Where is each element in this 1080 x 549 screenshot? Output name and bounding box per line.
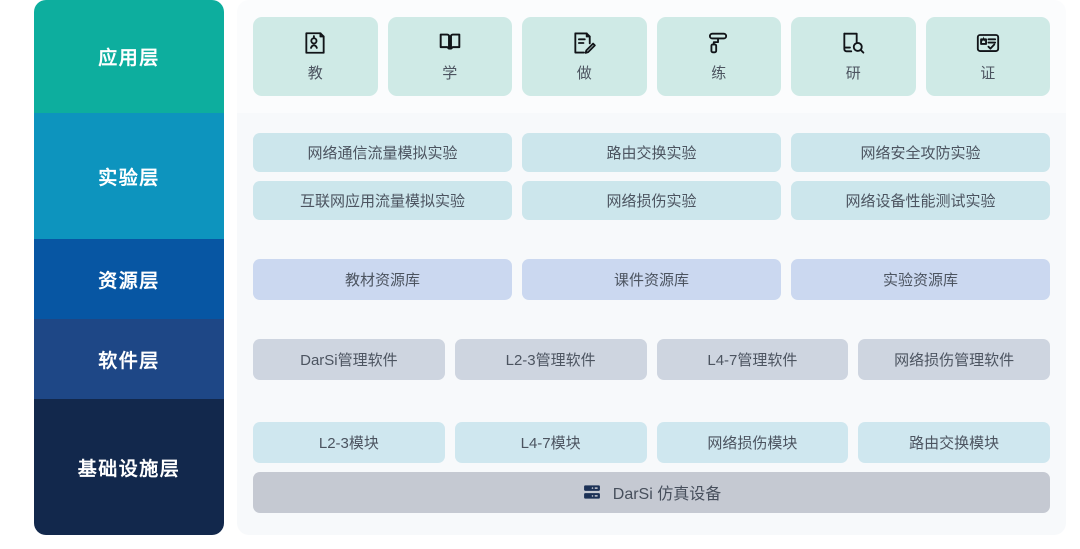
layer-label-infrastructure-text: 基础设施层 <box>77 458 181 480</box>
layer-content-infrastructure: L2-3模块 L4-7模块 网络损伤模块 路由交换模块 <box>237 399 1066 535</box>
experiment-item[interactable]: 网络安全攻防实验 <box>791 132 1050 172</box>
layer-row-experiment: 实验层 网络通信流量模拟实验 路由交换实验 网络安全攻防实验 互联网应用流量模拟… <box>0 113 1080 239</box>
app-tile-teach[interactable]: 教 <box>253 17 378 96</box>
software-item[interactable]: DarSi管理软件 <box>253 338 445 380</box>
resource-tile-row: 教材资源库 课件资源库 实验资源库 <box>253 258 1050 300</box>
application-tile-row: 教 学 <box>253 17 1050 96</box>
layer-row-software: 软件层 DarSi管理软件 L2-3管理软件 L4-7管理软件 网络损伤管理软件 <box>0 319 1080 399</box>
experiment-item[interactable]: 互联网应用流量模拟实验 <box>253 180 512 220</box>
layer-label-experiment-text: 实验层 <box>98 167 160 189</box>
layer-row-resource: 资源层 教材资源库 课件资源库 实验资源库 <box>0 239 1080 319</box>
resource-item[interactable]: 实验资源库 <box>791 258 1050 300</box>
resource-item[interactable]: 教材资源库 <box>253 258 512 300</box>
layer-content-application: 教 学 <box>237 0 1066 113</box>
layer-label-software: 软件层 <box>34 319 224 399</box>
app-tile-caption: 教 <box>307 65 323 82</box>
experiment-item[interactable]: 路由交换实验 <box>522 132 781 172</box>
layer-content-experiment: 网络通信流量模拟实验 路由交换实验 网络安全攻防实验 互联网应用流量模拟实验 网… <box>237 113 1066 239</box>
infrastructure-module-row: L2-3模块 L4-7模块 网络损伤模块 路由交换模块 <box>253 421 1050 463</box>
software-item[interactable]: L4-7管理软件 <box>656 338 849 380</box>
infrastructure-module[interactable]: 网络损伤模块 <box>656 421 849 463</box>
darsi-device-bar[interactable]: DarSi 仿真设备 <box>253 471 1050 513</box>
experiment-tile-row-2: 互联网应用流量模拟实验 网络损伤实验 网络设备性能测试实验 <box>253 180 1050 220</box>
layer-label-software-text: 软件层 <box>98 350 160 372</box>
resource-item[interactable]: 课件资源库 <box>522 258 781 300</box>
app-tile-learn[interactable]: 学 <box>387 17 512 96</box>
layer-label-infrastructure: 基础设施层 <box>34 399 224 535</box>
document-search-icon <box>840 30 866 56</box>
layer-label-resource-text: 资源层 <box>98 270 160 292</box>
open-book-icon <box>437 30 463 56</box>
layer-content-resource: 教材资源库 课件资源库 实验资源库 <box>237 239 1066 319</box>
software-item[interactable]: 网络损伤管理软件 <box>858 338 1050 380</box>
experiment-item[interactable]: 网络设备性能测试实验 <box>791 180 1050 220</box>
layer-label-application-text: 应用层 <box>98 48 160 69</box>
layer-row-infrastructure: 基础设施层 L2-3模块 L4-7模块 网络损伤模块 路由交换模块 <box>0 399 1080 535</box>
document-pen-icon <box>571 30 597 56</box>
app-tile-research[interactable]: 研 <box>791 17 916 96</box>
software-item[interactable]: L2-3管理软件 <box>454 338 647 380</box>
app-tile-practice[interactable]: 练 <box>656 17 781 96</box>
layer-label-resource: 资源层 <box>34 239 224 319</box>
darsi-device-label: DarSi 仿真设备 <box>612 486 722 503</box>
server-rack-icon <box>582 482 602 502</box>
infrastructure-module[interactable]: L2-3模块 <box>253 421 445 463</box>
layer-label-experiment: 实验层 <box>34 113 224 239</box>
experiment-item[interactable]: 网络通信流量模拟实验 <box>253 132 512 172</box>
infrastructure-module[interactable]: 路由交换模块 <box>858 421 1050 463</box>
teaching-board-icon <box>302 30 328 56</box>
paint-roller-icon <box>706 30 732 56</box>
layer-label-application: 应用层 <box>34 0 224 113</box>
app-tile-caption: 学 <box>442 65 458 82</box>
layer-content-software: DarSi管理软件 L2-3管理软件 L4-7管理软件 网络损伤管理软件 <box>237 319 1066 399</box>
app-tile-certify[interactable]: 证 <box>925 17 1050 96</box>
experiment-tile-row-1: 网络通信流量模拟实验 路由交换实验 网络安全攻防实验 <box>253 132 1050 172</box>
app-tile-caption: 证 <box>980 65 996 82</box>
layer-row-application: 应用层 教 <box>0 0 1080 113</box>
app-tile-caption: 练 <box>711 65 727 82</box>
app-tile-caption: 研 <box>845 65 861 82</box>
app-tile-do[interactable]: 做 <box>522 17 647 96</box>
infrastructure-module[interactable]: L4-7模块 <box>454 421 647 463</box>
device-bar-row: DarSi 仿真设备 <box>253 471 1050 513</box>
software-tile-row: DarSi管理软件 L2-3管理软件 L4-7管理软件 网络损伤管理软件 <box>253 338 1050 380</box>
app-tile-caption: 做 <box>576 65 592 82</box>
experiment-item[interactable]: 网络损伤实验 <box>522 180 781 220</box>
certificate-card-icon <box>975 30 1001 56</box>
